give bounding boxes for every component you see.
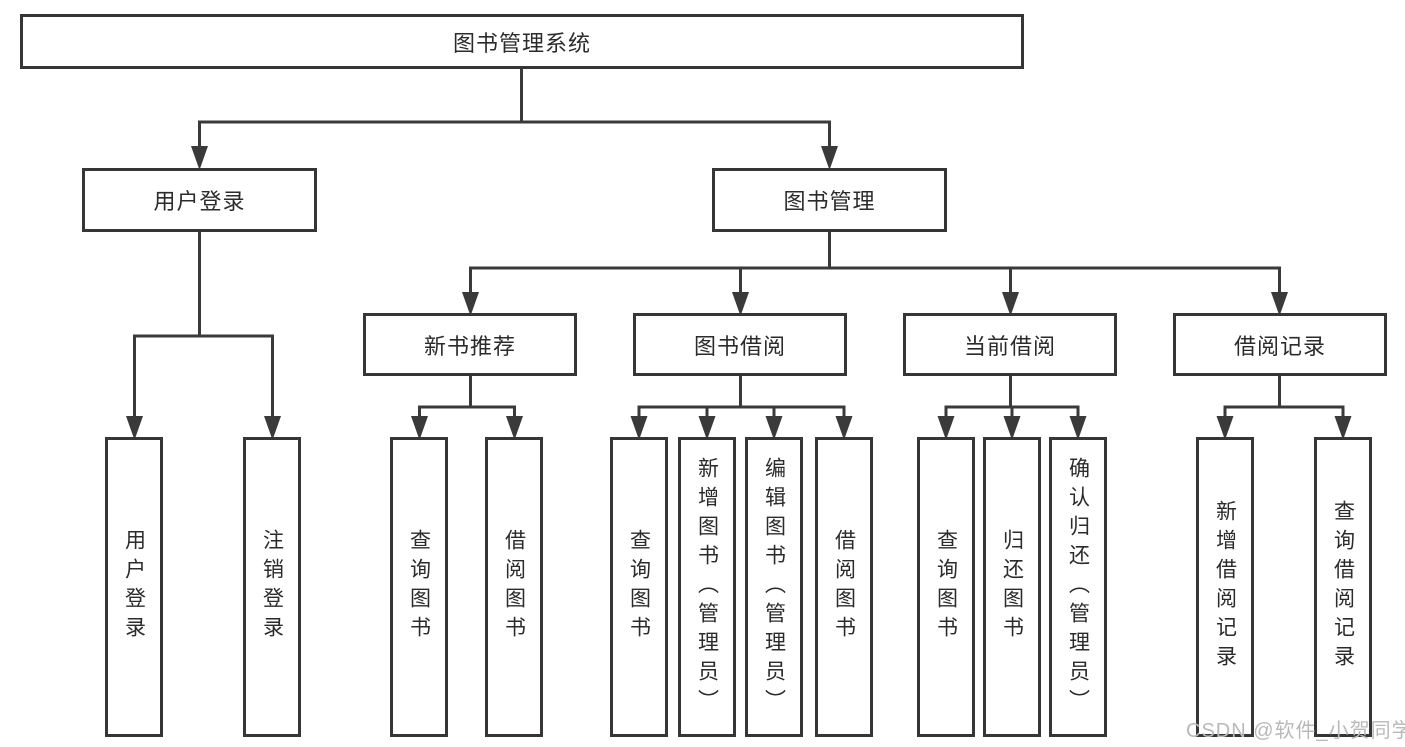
arrowheads [126,146,1352,440]
node-book-mgmt-label: 图书管理 [783,189,876,214]
leaf-add-book-admin: 新增图书（管理员） [678,437,736,737]
leaf-borrow-books-rec: 借阅图书 [485,437,543,737]
node-current-borrow: 当前借阅 [903,313,1117,376]
leaf-query-books-rec: 查询图书 [390,437,448,737]
csdn-watermark: CSDN @软件_小贺同学 [1186,720,1405,742]
node-current-borrow-label: 当前借阅 [963,333,1056,359]
leaf-query-books-rec-label: 查询图书 [407,529,431,645]
leaf-query-books-borrow: 查询图书 [610,437,668,737]
leaf-borrow-books-2: 借阅图书 [815,437,873,737]
leaf-borrow-books-rec-label: 借阅图书 [502,529,526,645]
leaf-confirm-return-admin: 确认归还（管理员） [1049,437,1107,737]
leaf-query-books-current-label: 查询图书 [934,529,958,645]
leaf-add-borrow-record-label: 新增借阅记录 [1213,500,1237,674]
node-book-borrow: 图书借阅 [633,313,847,376]
leaf-query-borrow-record: 查询借阅记录 [1314,437,1372,737]
leaf-query-borrow-record-label: 查询借阅记录 [1331,500,1355,674]
leaf-logout: 注销登录 [243,437,301,737]
leaf-return-book: 归还图书 [983,437,1041,737]
node-book-mgmt: 图书管理 [712,168,947,232]
leaf-query-books-current: 查询图书 [917,437,975,737]
leaf-return-book-label: 归还图书 [1000,529,1024,645]
leaf-add-borrow-record: 新增借阅记录 [1196,437,1254,737]
leaf-add-book-admin-label: 新增图书（管理员） [695,456,719,718]
node-new-book-rec: 新书推荐 [363,313,577,376]
node-user-login-label: 用户登录 [153,189,246,214]
node-root-label: 图书管理系统 [452,30,591,56]
leaf-user-login-label: 用户登录 [122,529,146,645]
node-borrow-records: 借阅记录 [1173,313,1387,376]
leaf-borrow-books-2-label: 借阅图书 [832,529,856,645]
leaf-logout-label: 注销登录 [260,529,284,645]
node-user-login: 用户登录 [82,168,317,232]
node-new-book-rec-label: 新书推荐 [423,333,516,359]
node-book-borrow-label: 图书借阅 [693,333,786,359]
node-borrow-records-label: 借阅记录 [1233,333,1326,359]
leaf-edit-book-admin: 编辑图书（管理员） [745,437,803,737]
leaf-confirm-return-admin-label: 确认归还（管理员） [1066,456,1090,718]
leaf-user-login: 用户登录 [105,437,163,737]
node-root: 图书管理系统 [20,14,1024,69]
leaf-query-books-borrow-label: 查询图书 [627,529,651,645]
leaf-edit-book-admin-label: 编辑图书（管理员） [762,456,786,718]
